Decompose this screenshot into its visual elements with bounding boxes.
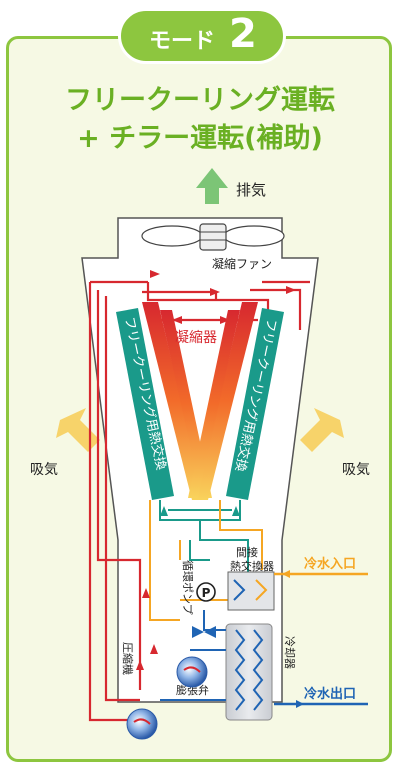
expansion-valve-label: 膨張弁 — [176, 683, 209, 697]
indirect-hx-label-2: 熱交換器 — [230, 559, 274, 573]
glycol-lines — [159, 500, 249, 580]
chilled-water-in-arrow-icon — [282, 570, 290, 578]
compressor-icon — [126, 656, 208, 740]
mode-badge: モード 2 — [118, 8, 286, 64]
chilled-water-out-arrow-icon — [296, 700, 304, 708]
indirect-hx — [227, 571, 275, 611]
riser-arrows — [142, 588, 158, 654]
indirect-hx-label-1: 間接 — [236, 546, 258, 559]
circulation-pump-label: 循環ポンプ — [181, 560, 194, 615]
evaporator — [225, 623, 273, 721]
condenser-label: 凝縮器 — [175, 330, 217, 346]
intake-arrow-left-icon — [56, 408, 100, 452]
free-cooling-hx-left — [116, 308, 174, 500]
intake-left-label: 吸気 — [30, 462, 58, 478]
refrigerant-flow-arrows — [136, 270, 296, 670]
free-cooling-hx-right — [226, 308, 284, 500]
condenser-coils — [142, 302, 258, 500]
compressor-label: 圧縮機 — [121, 642, 135, 675]
exhaust-arrow-icon — [196, 168, 228, 204]
diagram-title: フリークーリング運転 — [65, 85, 335, 116]
diagram-subtitle: + チラー運転(補助) — [77, 123, 323, 154]
intake-arrow-right-icon — [300, 408, 344, 452]
expansion-valve-icon — [192, 626, 216, 638]
mode-label: モード — [149, 29, 216, 54]
circulation-pump-icon — [196, 582, 216, 602]
chilled-water-out-label: 冷水出口 — [304, 686, 356, 702]
exhaust-label: 排気 — [236, 181, 266, 199]
chilled-water-in-label: 冷水入口 — [304, 556, 356, 572]
condenser-fan-label: 凝縮ファン — [212, 256, 272, 271]
glycol-flow-arrows — [160, 506, 240, 516]
evaporator-label: 冷却器 — [283, 636, 296, 669]
condenser-fan-icon — [141, 223, 285, 251]
intake-right-label: 吸気 — [342, 462, 370, 478]
mode-number: 2 — [229, 11, 257, 57]
pump-symbol: P — [202, 586, 211, 600]
cold-refrigerant-lines — [160, 610, 226, 701]
